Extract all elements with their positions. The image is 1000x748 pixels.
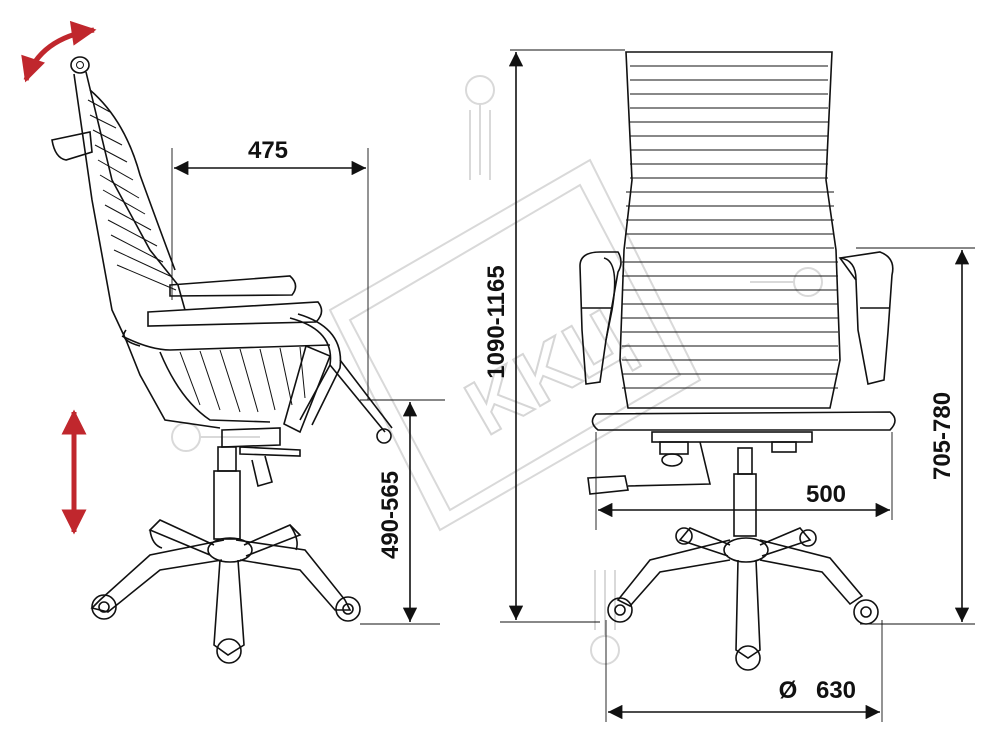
watermark-text: KKЦ	[451, 291, 642, 452]
diameter-symbol: Ø	[779, 677, 798, 704]
seat-width-label: 500	[806, 481, 846, 508]
front-view-chair	[579, 51, 896, 671]
front-dimension-lines	[595, 247, 975, 722]
tilt-arrow-icon	[21, 20, 97, 83]
total-height-dimension	[500, 49, 625, 623]
side-dimension-lines	[171, 148, 445, 625]
seat-depth-label: 475	[248, 137, 288, 164]
base-diameter-label: 630	[816, 677, 856, 704]
total-height-label: 1090-1165	[483, 265, 510, 378]
armrest-height-label: 705-780	[929, 392, 956, 480]
side-view-chair	[21, 20, 393, 664]
seat-height-label: 490-565	[377, 471, 404, 559]
